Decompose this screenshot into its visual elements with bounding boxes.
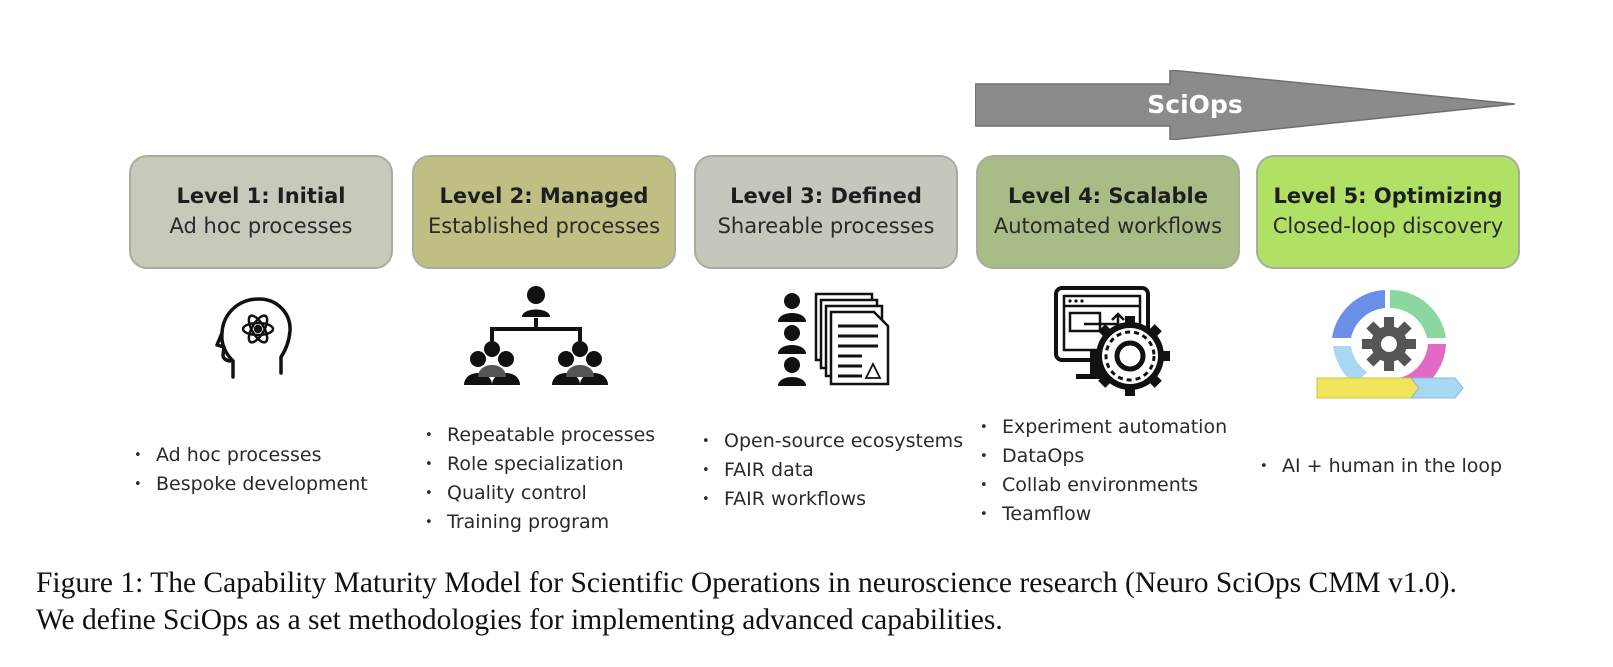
level-2-box: Level 2: Managed Established processes (412, 155, 676, 269)
bullet-item: AI + human in the loop (1260, 452, 1502, 481)
level-1-box: Level 1: Initial Ad hoc processes (129, 155, 393, 269)
bullet-item: FAIR workflows (702, 485, 963, 514)
bullet-item: Experiment automation (980, 413, 1227, 442)
bullet-item: Role specialization (425, 450, 655, 479)
level-4-bullets: Experiment automation DataOps Collab env… (980, 413, 1227, 529)
arrow-shape (975, 70, 1515, 140)
bullet-item: Collab environments (980, 471, 1227, 500)
cycle-gear-icon (1315, 284, 1465, 413)
brain-head-icon (215, 295, 295, 389)
level-5-box: Level 5: Optimizing Closed-loop discover… (1256, 155, 1520, 269)
monitor-gear-icon (1054, 286, 1174, 405)
caption-line-2: We define SciOps as a set methodologies … (36, 604, 1003, 636)
level-1-subtitle: Ad hoc processes (169, 214, 353, 238)
level-2-subtitle: Established processes (427, 214, 661, 238)
bullet-item: FAIR data (702, 456, 963, 485)
level-3-bullets: Open-source ecosystems FAIR data FAIR wo… (702, 427, 963, 514)
bullet-item: Quality control (425, 479, 655, 508)
level-3-title: Level 3: Defined (730, 184, 922, 208)
org-chart-icon (462, 285, 610, 399)
level-5-title: Level 5: Optimizing (1273, 184, 1503, 208)
level-2-bullets: Repeatable processes Role specialization… (425, 421, 655, 537)
level-4-subtitle: Automated workflows (993, 214, 1223, 238)
bullet-item: Bespoke development (134, 470, 368, 499)
level-1-title: Level 1: Initial (176, 184, 346, 208)
bullet-item: Repeatable processes (425, 421, 655, 450)
figure-caption: Figure 1: The Capability Maturity Model … (36, 565, 1606, 639)
bullet-item: Teamflow (980, 500, 1227, 529)
bullet-item: Training program (425, 508, 655, 537)
people-documents-icon (778, 292, 893, 396)
bullet-item: DataOps (980, 442, 1227, 471)
arrow-label: SciOps (1147, 90, 1243, 119)
bullet-item: Ad hoc processes (134, 441, 368, 470)
level-3-subtitle: Shareable processes (717, 214, 935, 238)
bullet-item: Open-source ecosystems (702, 427, 963, 456)
sciops-arrow: SciOps (975, 70, 1515, 140)
level-4-title: Level 4: Scalable (1008, 184, 1208, 208)
level-2-title: Level 2: Managed (439, 184, 649, 208)
level-1-bullets: Ad hoc processes Bespoke development (134, 441, 368, 499)
level-5-bullets: AI + human in the loop (1260, 452, 1502, 481)
level-3-box: Level 3: Defined Shareable processes (694, 155, 958, 269)
level-4-box: Level 4: Scalable Automated workflows (976, 155, 1240, 269)
caption-line-1: Figure 1: The Capability Maturity Model … (36, 567, 1457, 599)
level-5-subtitle: Closed-loop discovery (1272, 214, 1504, 238)
